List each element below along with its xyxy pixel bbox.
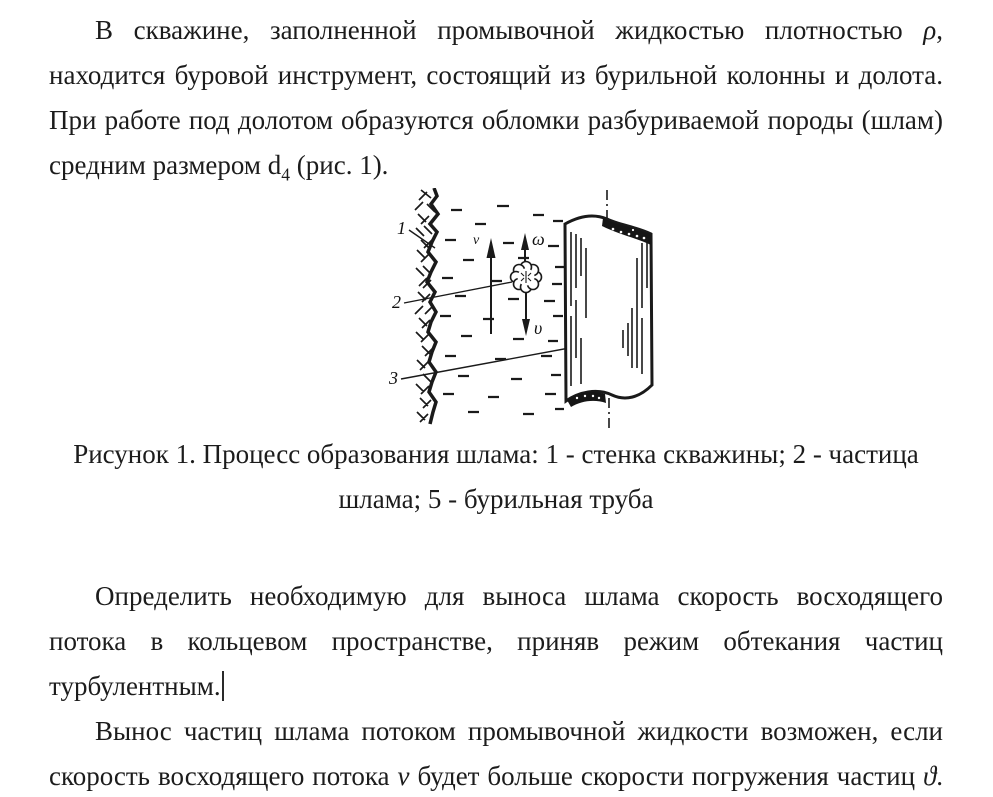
symbol-rho: ρ [923, 15, 937, 45]
p1-line1-text: В скважине, заполненной промывочной жидк… [95, 15, 924, 45]
p1-line4-text: средним размером d [49, 150, 282, 180]
flow-velocity-label: v [473, 233, 480, 248]
particle-texture [520, 271, 532, 283]
settling-arrow: υ [522, 288, 542, 338]
shale-particle [509, 260, 543, 294]
pipe-shading [570, 232, 648, 386]
p2-line3[interactable]: турбулентным. [49, 664, 943, 709]
figure-label-pipe: 3 [388, 368, 398, 388]
omega-arrow: ω [521, 229, 545, 266]
well-wall [414, 188, 441, 425]
symbol-theta: ϑ [923, 761, 937, 791]
figure-1-drawing[interactable]: v 1 2 3 ω υ [385, 188, 670, 432]
caption-line1[interactable]: Рисунок 1. Процесс образования шлама: 1 … [73, 439, 919, 469]
flow-arrowhead [486, 238, 496, 258]
wall-hatching [414, 189, 436, 423]
figure-label-wall: 1 [397, 218, 406, 238]
p3-line2-tail: . [936, 761, 943, 791]
paragraph-2[interactable]: Определить необходимую для выноса шлама … [49, 574, 943, 709]
p1-line3[interactable]: При работе под долотом образуются обломк… [49, 105, 943, 135]
figure-1: v 1 2 3 ω υ [0, 188, 993, 432]
text-cursor [221, 671, 224, 701]
subscript-4: 4 [281, 164, 291, 185]
omega-label: ω [532, 229, 545, 249]
p1-line1[interactable]: В скважине, заполненной промывочной жидк… [49, 8, 943, 53]
paragraph-3[interactable]: Вынос частиц шлама потоком промывочной ж… [49, 709, 943, 797]
p3-line2[interactable]: скорость восходящего потока v будет боль… [49, 754, 943, 797]
p3-line2-mid: будет больше скорости погружения частиц [409, 761, 923, 791]
symbol-v: v [397, 761, 410, 791]
p1-line4[interactable]: средним размером d4 (рис. 1). [49, 143, 943, 188]
settling-arrowhead [522, 319, 530, 336]
p2-line3-text: турбулентным. [49, 671, 221, 701]
leader-lines [400, 229, 592, 380]
flow-arrow: v [473, 233, 496, 334]
pipe-bottom-opening [567, 392, 606, 407]
pipe-centerline [606, 190, 610, 430]
p3-line2-text: скорость восходящего потока [49, 761, 398, 791]
paragraph-1[interactable]: В скважине, заполненной промывочной жидк… [49, 0, 943, 188]
figure-label-particle: 2 [392, 292, 401, 312]
pipe-top-opening [602, 218, 651, 245]
caption-line2[interactable]: шлама; 5 - бурильная труба [338, 484, 654, 514]
p1-line2[interactable]: находится буровой инструмент, состоящий … [49, 60, 943, 90]
p1-line1-tail: , [936, 15, 943, 45]
omega-arrowhead [521, 233, 529, 250]
p2-line1[interactable]: Определить необходимую для выноса шлама … [95, 581, 943, 611]
p3-line1[interactable]: Вынос частиц шлама потоком промывочной ж… [95, 716, 943, 746]
p1-line4-tail: (рис. 1). [290, 150, 389, 180]
p2-line2[interactable]: потока в кольцевом пространстве, приняв … [49, 626, 943, 656]
drill-pipe [563, 214, 654, 407]
upsilon-label: υ [534, 318, 542, 338]
figure-caption[interactable]: Рисунок 1. Процесс образования шлама: 1 … [49, 432, 943, 522]
fluid-dashes [440, 204, 564, 416]
